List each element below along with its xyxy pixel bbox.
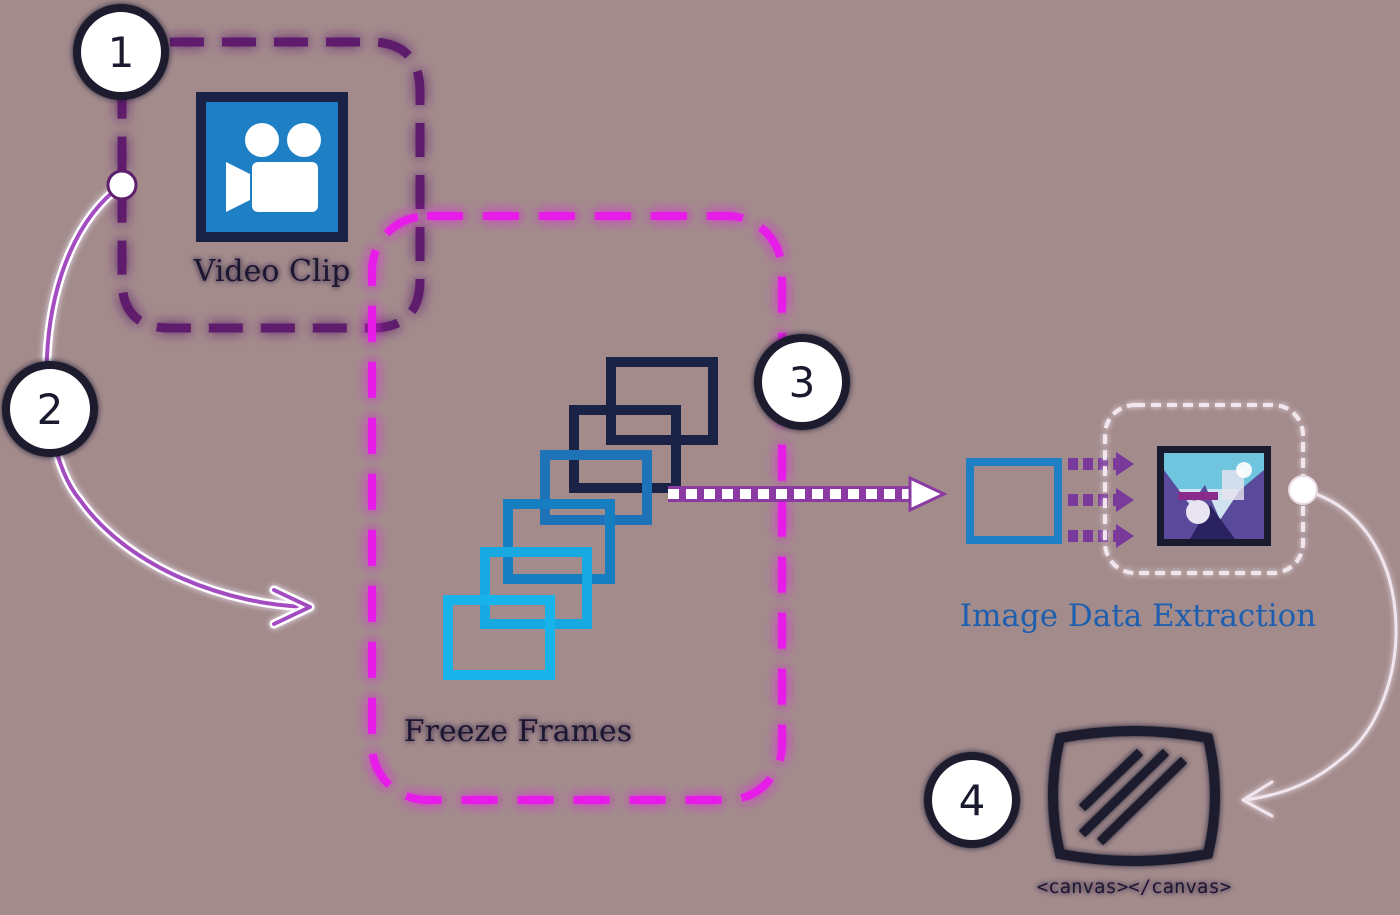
step-badge-3: 3 (754, 334, 850, 430)
step-badge-4: 4 (924, 752, 1020, 848)
step-number: 1 (108, 28, 135, 77)
flow-arrow-2 (42, 181, 315, 629)
step-number: 3 (789, 358, 816, 407)
video-clip-container (117, 37, 425, 333)
video-clip-label: Video Clip (193, 254, 351, 289)
flow-arrow-3 (668, 475, 948, 513)
frame-stack-icon (443, 357, 718, 680)
freeze-frames-container (368, 212, 786, 804)
freeze-frames-label: Freeze Frames (404, 714, 632, 749)
image-data-extraction-label: Image Data Extraction (960, 598, 1317, 634)
connector-dot (106, 169, 138, 201)
extraction-frame-icon (966, 458, 1062, 544)
connector-dot (1288, 475, 1318, 505)
step-badge-1: 1 (73, 4, 169, 100)
step-number: 4 (959, 776, 986, 825)
flow-arrow-4 (1241, 488, 1398, 818)
image-extraction-container (1103, 403, 1305, 575)
canvas-screen-icon (1048, 726, 1220, 866)
canvas-label: <canvas></canvas> (1037, 876, 1231, 898)
step-badge-2: 2 (2, 361, 98, 457)
extraction-arrows (1068, 452, 1134, 548)
step-number: 2 (37, 385, 64, 434)
video-camera-icon (196, 92, 348, 242)
image-icon (1157, 446, 1271, 546)
